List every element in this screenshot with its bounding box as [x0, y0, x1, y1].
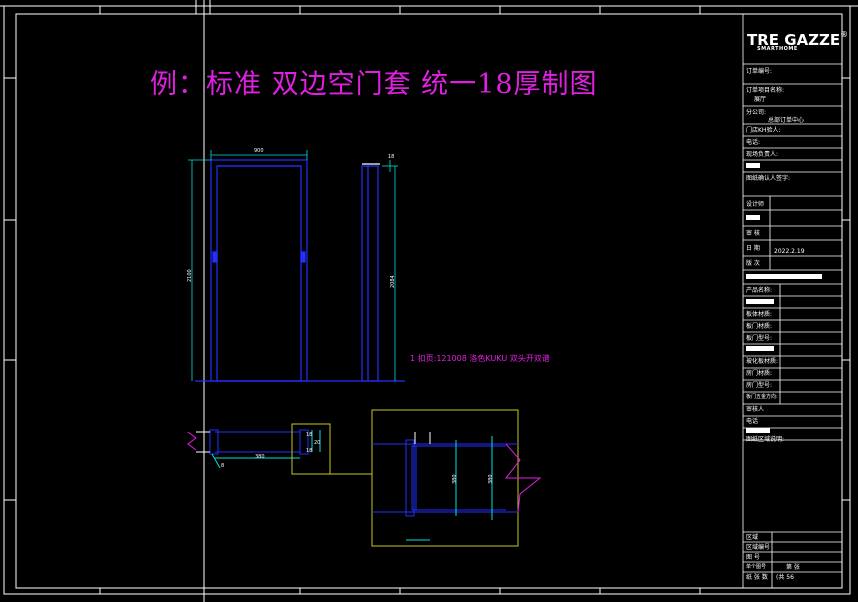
branch-label: 分公司: — [746, 109, 767, 116]
dim-detail-b: 380 — [488, 474, 494, 484]
store-label: 门店KH验人: — [746, 127, 781, 134]
detail-enlargement[interactable] — [371, 409, 542, 547]
dim-small-3: 18 — [306, 448, 313, 454]
logo-tagline: SMARTHOME — [757, 46, 798, 52]
review-label: 审 核 — [746, 230, 760, 237]
reviewer-label: 审核人 — [746, 406, 765, 413]
date-value[interactable]: 2022.2.19 — [774, 248, 805, 255]
product-label: 产品名称: — [746, 287, 773, 294]
drawing-title: 例：标准 双边空门套 统一18厚制图 — [150, 69, 598, 100]
site-manager-label: 现场负责人: — [746, 151, 779, 158]
board-material-label: 板体材质: — [746, 311, 773, 318]
dim-plan-gap: 8 — [221, 463, 225, 469]
dimension-lines — [188, 150, 398, 381]
site-manager-redacted — [746, 163, 760, 168]
logo-brand: TRE GAZZE — [747, 31, 841, 49]
door-material-label: 板门材质: — [746, 323, 773, 330]
designer-redacted — [746, 215, 760, 220]
logo-reg: ® — [840, 30, 849, 39]
dim-top-width: 900 — [254, 148, 264, 154]
confirm-signature-label: 图纸确认人签字: — [746, 175, 791, 182]
title-block-grid — [742, 14, 842, 588]
phone2-redacted — [746, 428, 770, 433]
dim-left-height: 2100 — [187, 269, 193, 282]
dim-side-top: 18 — [388, 154, 395, 160]
drawing-no-label: 图 号 — [746, 554, 760, 561]
sheet-label: 单个图号 — [746, 564, 767, 570]
dim-small-1: 18 — [306, 432, 313, 438]
area-label: 区域 — [746, 534, 759, 541]
door-elevation[interactable] — [195, 159, 405, 382]
room-door-material-label: 房门材质: — [746, 370, 773, 377]
dim-detail-a: 380 — [452, 474, 458, 484]
door-side-elevation[interactable] — [361, 163, 380, 382]
branch-value[interactable]: 总部订单中心 — [768, 117, 805, 124]
sheet-value[interactable]: 第 张 — [786, 564, 800, 571]
brand-logo: TRE GAZZE® SMARTHOME — [747, 30, 849, 52]
door-plan-section[interactable] — [187, 423, 372, 475]
phone-label: 电话: — [746, 139, 761, 146]
door-model-label: 板门型号: — [746, 335, 773, 342]
room-door-model-label: 房门型号: — [746, 382, 773, 389]
hinge-direction-label: 板门五金方向: — [746, 394, 778, 400]
hardware-note: 1 扣页:121008 洛色KUKU 双头开双谱 — [410, 354, 550, 363]
date-label: 日 期 — [746, 245, 760, 252]
product-redacted — [746, 299, 774, 304]
glass-material-label: 玻化板材质: — [746, 358, 779, 365]
notes-label: 图纸区域说明: — [746, 436, 785, 443]
order-no-label: 订单编号: — [746, 68, 773, 75]
dim-right-height: 2084 — [390, 275, 396, 288]
total-sheets-value[interactable]: (共 56 — [776, 574, 794, 581]
version-redacted — [746, 274, 822, 279]
area-no-label: 区域编号 — [746, 544, 771, 551]
door-model-redacted — [746, 346, 774, 351]
designer-label: 设计师 — [746, 201, 765, 208]
total-sheets-label: 纸 张 数 — [746, 574, 768, 581]
dim-plan-width: 380 — [255, 454, 265, 460]
phone2-label: 电话 — [746, 418, 759, 425]
version-label: 版 次 — [746, 260, 760, 267]
project-value[interactable]: 展厅 — [754, 96, 767, 103]
dim-small-2: 20 — [314, 440, 321, 446]
project-label: 订单项目名称: — [746, 87, 785, 94]
